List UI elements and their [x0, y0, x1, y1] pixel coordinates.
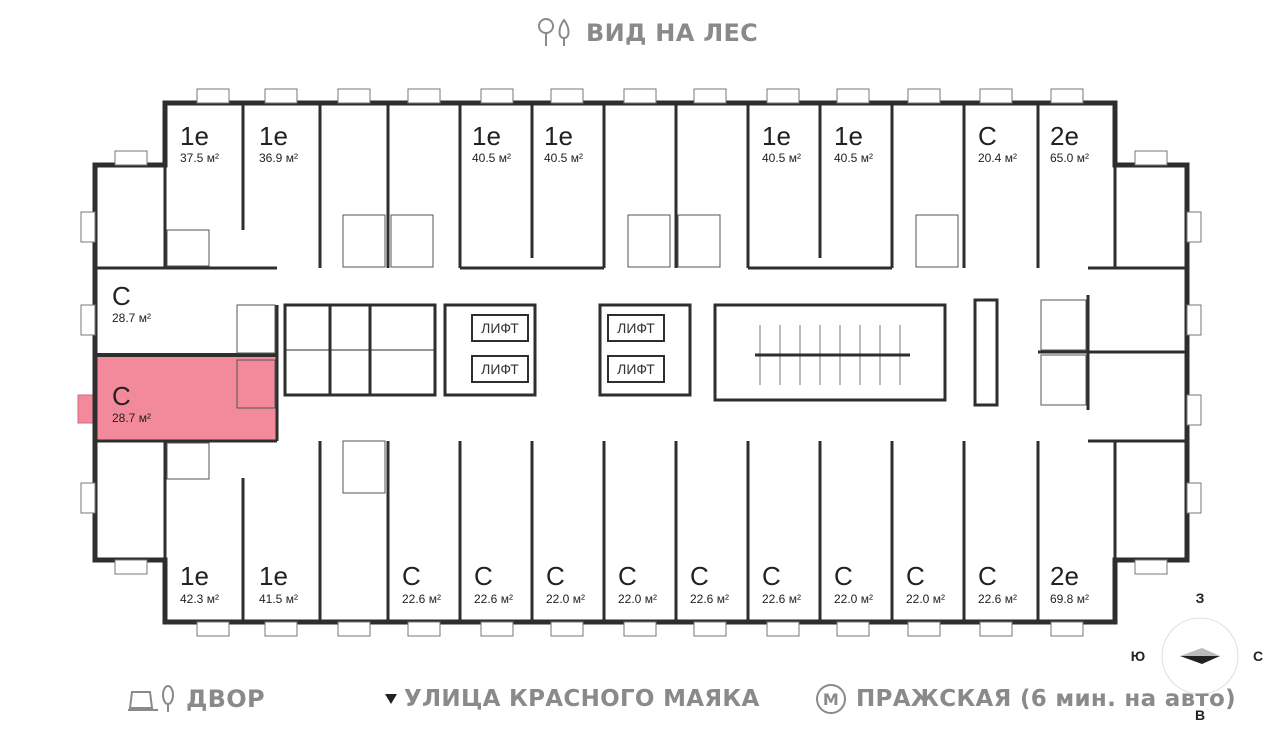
unit-type: 1е [259, 121, 288, 151]
unit-type: С [978, 561, 997, 591]
unit-type: 1е [180, 561, 209, 591]
footer-center: УЛИЦА КРАСНОГО МАЯКА [384, 686, 760, 712]
unit-type: 1е [544, 121, 573, 151]
unit-type: С [112, 381, 131, 411]
bottom-windows [196, 621, 1084, 637]
unit-area: 41.5 м² [259, 592, 298, 606]
lift-label: ЛИФТ [481, 361, 519, 377]
compass-south: В [1195, 707, 1205, 723]
unit-area: 65.0 м² [1050, 151, 1089, 165]
top-unit-labels: 1е 37.5 м² 1е 36.9 м² 1е 40.5 м² 1е 40.5… [180, 121, 1089, 165]
unit-area: 36.9 м² [259, 151, 298, 165]
unit-type: 1е [180, 121, 209, 151]
highlighted-balcony [77, 394, 96, 424]
compass-east: С [1253, 648, 1263, 664]
stairs [755, 325, 910, 385]
unit-area: 40.5 м² [834, 151, 873, 165]
bottom-unit-labels: 1е 42.3 м² 1е 41.5 м² С 22.6 м² С 22.6 м… [180, 561, 1089, 606]
unit-type: С [690, 561, 709, 591]
lifts: ЛИФТ ЛИФТ ЛИФТ ЛИФТ [471, 314, 665, 383]
unit-type: С [618, 561, 637, 591]
lift-label: ЛИФТ [481, 320, 519, 336]
unit-type: 2е [1050, 121, 1079, 151]
footer-right: М ПРАЖСКАЯ (6 мин. на авто) [816, 684, 1236, 714]
unit-type: С [762, 561, 781, 591]
unit-area: 22.0 м² [546, 592, 585, 606]
interior-walls [97, 105, 1185, 620]
lift-label: ЛИФТ [617, 361, 655, 377]
unit-type: С [978, 121, 997, 151]
unit-area: 37.5 м² [180, 151, 219, 165]
left-unit-labels: С 28.7 м² С 28.7 м² [112, 281, 151, 425]
unit-area: 69.8 м² [1050, 592, 1089, 606]
unit-type: 1е [834, 121, 863, 151]
lift-label: ЛИФТ [617, 320, 655, 336]
unit-area: 40.5 м² [544, 151, 583, 165]
unit-area: 40.5 м² [762, 151, 801, 165]
unit-area: 42.3 м² [180, 592, 219, 606]
yard-icon [128, 685, 174, 712]
unit-area: 22.0 м² [834, 592, 873, 606]
unit-type: 1е [259, 561, 288, 591]
unit-area: 22.6 м² [690, 592, 729, 606]
metro-letter: М [822, 689, 840, 709]
unit-area: 22.0 м² [618, 592, 657, 606]
bathrooms [166, 214, 1087, 494]
trees-icon [538, 18, 570, 46]
unit-area: 40.5 м² [472, 151, 511, 165]
footer-center-label: УЛИЦА КРАСНОГО МАЯКА [404, 686, 760, 712]
header-title: ВИД НА ЛЕС [586, 19, 759, 47]
compass-north: З [1196, 590, 1205, 606]
metro-icon: М [816, 684, 846, 714]
compass: З В Ю С [1131, 590, 1263, 723]
triangle-down-icon [385, 694, 397, 704]
unit-area: 22.0 м² [906, 592, 945, 606]
unit-type: С [834, 561, 853, 591]
unit-type: 1е [472, 121, 501, 151]
unit-area: 28.7 м² [112, 411, 151, 425]
footer-left-label: ДВОР [186, 685, 265, 713]
unit-type: С [112, 281, 131, 311]
highlighted-unit[interactable] [95, 355, 277, 441]
unit-type: 2е [1050, 561, 1079, 591]
unit-area: 22.6 м² [474, 592, 513, 606]
unit-area: 20.4 м² [978, 151, 1017, 165]
header: ВИД НА ЛЕС [536, 16, 758, 50]
side-windows [80, 150, 1202, 575]
unit-type: 1е [762, 121, 791, 151]
unit-type: С [546, 561, 565, 591]
unit-area: 28.7 м² [112, 311, 151, 325]
compass-west: Ю [1131, 648, 1145, 664]
top-windows [196, 88, 1084, 104]
building-core [283, 298, 999, 407]
footer-right-label: ПРАЖСКАЯ (6 мин. на авто) [856, 686, 1236, 712]
unit-area: 22.6 м² [402, 592, 441, 606]
footer-left: ДВОР [128, 684, 265, 714]
compass-arrow-icon [1180, 648, 1220, 656]
unit-area: 22.6 м² [978, 592, 1017, 606]
unit-type: С [474, 561, 493, 591]
unit-type: С [906, 561, 925, 591]
unit-area: 22.6 м² [762, 592, 801, 606]
unit-type: С [402, 561, 421, 591]
